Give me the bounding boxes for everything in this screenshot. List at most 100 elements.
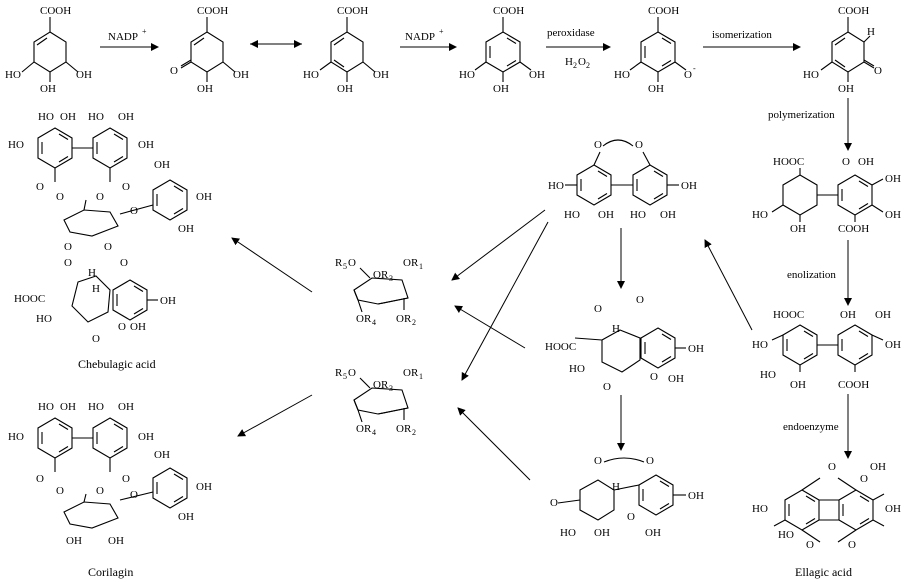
peroxidase-label: peroxidase xyxy=(547,27,595,39)
oh-label: OH xyxy=(790,223,806,235)
hooc-label: HOOC xyxy=(545,341,576,353)
enolization-label: enolization xyxy=(787,269,836,281)
nadp-label: NADP xyxy=(108,31,138,43)
glucose-core-lower: R 5 O OR 3 OR 1 OR 4 OR 2 xyxy=(335,367,423,437)
or3-idx: 3 xyxy=(389,274,393,283)
o-label: O xyxy=(848,539,856,551)
h-label: H xyxy=(612,481,620,493)
o-label: O xyxy=(130,205,138,217)
ho-label: HO xyxy=(752,209,768,221)
ho-label: HO xyxy=(778,529,794,541)
oh-label: OH xyxy=(60,111,76,123)
o-label: O xyxy=(594,455,602,467)
oh-label: OH xyxy=(885,339,901,351)
o-label: O xyxy=(874,65,882,77)
o-label: O xyxy=(120,257,128,269)
dehydrodigallic-acid-molecule: HOOC O OH OH OH HO OH COOH xyxy=(752,156,901,235)
oh-label: OH xyxy=(598,209,614,221)
oh-label: OH xyxy=(60,401,76,413)
oh-label: OH xyxy=(196,481,212,493)
cooh-label: COOH xyxy=(838,223,869,235)
o-label: O xyxy=(170,65,178,77)
oh-label: OH xyxy=(138,431,154,443)
oh-label: OH xyxy=(875,309,891,321)
oh-label: OH xyxy=(154,449,170,461)
ho-label: HO xyxy=(38,401,54,413)
ho-label: HO xyxy=(752,503,768,515)
ellagic-acid-molecule: O O OH HO OH HO O O xyxy=(752,461,901,551)
oh-label: OH xyxy=(197,83,213,95)
ho-label: HO xyxy=(630,209,646,221)
ho-label: HO xyxy=(8,139,24,151)
dehydroshikimate-enol-molecule: COOH HO OH OH xyxy=(303,5,389,95)
pathway-arrow xyxy=(237,394,313,437)
o-label: O xyxy=(64,241,72,253)
oh-label: OH xyxy=(885,173,901,185)
oh-label: OH xyxy=(681,180,697,192)
oh-label: OH xyxy=(870,461,886,473)
o-label: O xyxy=(594,139,602,151)
o-label: O xyxy=(122,473,130,485)
oh-label: OH xyxy=(108,535,124,547)
ho-label: HO xyxy=(303,69,319,81)
oh-label: OH xyxy=(648,83,664,95)
oh-label: OH xyxy=(138,139,154,151)
ho-label: HO xyxy=(88,111,104,123)
r5-label: R xyxy=(335,367,343,379)
hexahydroxydiphenic-acid-molecule: HOOC OH OH HO OH HO OH COOH xyxy=(752,309,901,391)
oh-label: OH xyxy=(160,295,176,307)
ho-label: HO xyxy=(752,339,768,351)
oh-label: OH xyxy=(645,527,661,539)
oh-label: OH xyxy=(529,69,545,81)
or2-idx: 2 xyxy=(412,318,416,327)
ho-label: HO xyxy=(614,69,630,81)
o-label: O xyxy=(636,294,644,306)
o-minus-label: O xyxy=(684,69,692,81)
oh-label: OH xyxy=(885,503,901,515)
oh-label: OH xyxy=(118,401,134,413)
r5-label: R xyxy=(335,257,343,269)
oh-label: OH xyxy=(66,535,82,547)
o-label: O xyxy=(130,489,138,501)
or4-idx: 4 xyxy=(372,428,376,437)
oh-label: OH xyxy=(840,309,856,321)
chebulagic-acid-molecule: HO OH HO OH HO OH O O O O O OH OH OH O O… xyxy=(8,111,212,345)
h-label: H xyxy=(92,283,100,295)
o-label: O xyxy=(860,473,868,485)
oh-label: OH xyxy=(154,159,170,171)
pathway-arrow xyxy=(231,237,313,293)
oh-label: OH xyxy=(76,69,92,81)
r5-idx: 5 xyxy=(343,262,347,271)
hooc-label: HOOC xyxy=(773,156,804,168)
ho-label: HO xyxy=(36,313,52,325)
or4-idx: 4 xyxy=(372,318,376,327)
o-label: O xyxy=(96,485,104,497)
o-label: O xyxy=(92,333,100,345)
oh-label: OH xyxy=(790,379,806,391)
ho-label: HO xyxy=(5,69,21,81)
oh-label: OH xyxy=(130,321,146,333)
or4-label: OR xyxy=(356,313,372,325)
isomerization-arrow: isomerization xyxy=(703,29,801,51)
oh-label: OH xyxy=(885,209,901,221)
resonance-arrow xyxy=(250,40,302,48)
cooh-label: COOH xyxy=(337,5,368,17)
ho-label: HO xyxy=(564,209,580,221)
nadp-sup: + xyxy=(142,27,147,36)
cooh-label: COOH xyxy=(648,5,679,17)
o-label: O xyxy=(806,539,814,551)
oh-label: OH xyxy=(668,373,684,385)
or3-idx: 3 xyxy=(389,384,393,393)
nadp-label: NADP xyxy=(405,31,435,43)
or1-label: OR xyxy=(403,257,419,269)
polymerization-arrow: polymerization xyxy=(768,98,852,151)
hooc-label: HOOC xyxy=(14,293,45,305)
oh-label: OH xyxy=(337,83,353,95)
oh-label: OH xyxy=(594,527,610,539)
hooc-label: HOOC xyxy=(773,309,804,321)
ho-label: HO xyxy=(548,180,564,192)
isomerization-label: isomerization xyxy=(712,29,772,41)
ho-label: HO xyxy=(38,111,54,123)
peroxidase-arrow: peroxidase H 2 O 2 xyxy=(546,27,611,70)
